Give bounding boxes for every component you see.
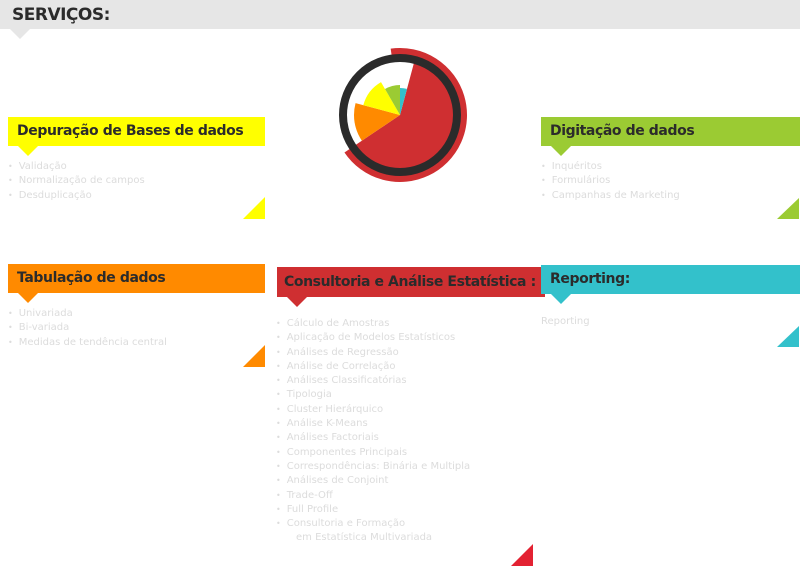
section-depuracao-header: Depuração de Bases de dados [8, 117, 265, 156]
list-item: Aplicação de Modelos Estatísticos [276, 331, 470, 345]
list-item: Desduplicação [8, 189, 145, 203]
digitacao-list: Inquéritos Formulários Campanhas de Mark… [541, 160, 680, 203]
list-item: Correspondências: Binária e Multipla [276, 460, 470, 474]
tabulacao-list: Univariada Bi-variada Medidas de tendênc… [8, 307, 167, 350]
list-item: Validação [8, 160, 145, 174]
pointer [18, 146, 38, 156]
list-item: Trade-Off [276, 489, 470, 503]
list-item: Formulários [541, 174, 680, 188]
list-item: Tipologia [276, 388, 470, 402]
list-item: em Estatística Multivariada [296, 532, 433, 544]
section-title: Consultoria e Análise Estatística : [284, 274, 536, 290]
pie-slice-green [385, 85, 400, 115]
list-item: Univariada [8, 307, 167, 321]
section-reporting-header: Reporting: [541, 265, 800, 304]
list-item: Medidas de tendência central [8, 336, 167, 350]
pointer [551, 146, 571, 156]
pie-slice-orange [354, 103, 400, 141]
list-item: Inquéritos [541, 160, 680, 174]
list-item: Análise de Correlação [276, 360, 470, 374]
section-digitacao-header: Digitação de dados [541, 117, 800, 156]
list-item: Análise K-Means [276, 417, 470, 431]
pointer [551, 294, 571, 304]
list-item: Campanhas de Marketing [541, 189, 680, 203]
black-ring [339, 54, 461, 176]
pointer [287, 297, 307, 307]
corner-triangle [511, 544, 533, 566]
section-title: Depuração de Bases de dados [17, 123, 244, 139]
header-pointer [10, 29, 30, 39]
list-item: Full Profile [276, 503, 470, 517]
pie-slice-yellow [363, 82, 400, 115]
header-bar: SERVIÇOS: [0, 0, 800, 29]
list-item: Componentes Principais [276, 446, 470, 460]
section-tabulacao-header: Tabulação de dados [8, 264, 265, 303]
list-item: Consultoria e Formação [276, 517, 470, 531]
section-title: Digitação de dados [550, 123, 695, 139]
depuracao-list: Validação Normalização de campos Desdupl… [8, 160, 145, 203]
pie-slice-red [352, 59, 457, 172]
corner-triangle [243, 345, 265, 367]
pointer [18, 293, 38, 303]
list-item: Cluster Hierárquico [276, 403, 470, 417]
outer-red-arc [344, 48, 467, 182]
list-item: Análises Factoriais [276, 431, 470, 445]
pie-logo [339, 48, 467, 182]
reporting-text: Reporting [541, 316, 590, 327]
list-item: Cálculo de Amostras [276, 317, 470, 331]
section-title: Tabulação de dados [17, 270, 166, 286]
pie-slice-cyan [400, 88, 407, 115]
list-item: Normalização de campos [8, 174, 145, 188]
corner-triangle [777, 197, 799, 219]
list-item: Análises de Regressão [276, 346, 470, 360]
corner-triangle [777, 325, 799, 347]
list-item: Bi-variada [8, 321, 167, 335]
section-consultoria-header: Consultoria e Análise Estatística : [277, 267, 545, 307]
page-title: SERVIÇOS: [12, 5, 110, 25]
consultoria-list: Cálculo de Amostras Aplicação de Modelos… [276, 317, 470, 546]
list-item: Análises de Conjoint [276, 474, 470, 488]
corner-triangle [243, 197, 265, 219]
section-title: Reporting: [550, 271, 630, 287]
list-item: Análises Classificatórias [276, 374, 470, 388]
